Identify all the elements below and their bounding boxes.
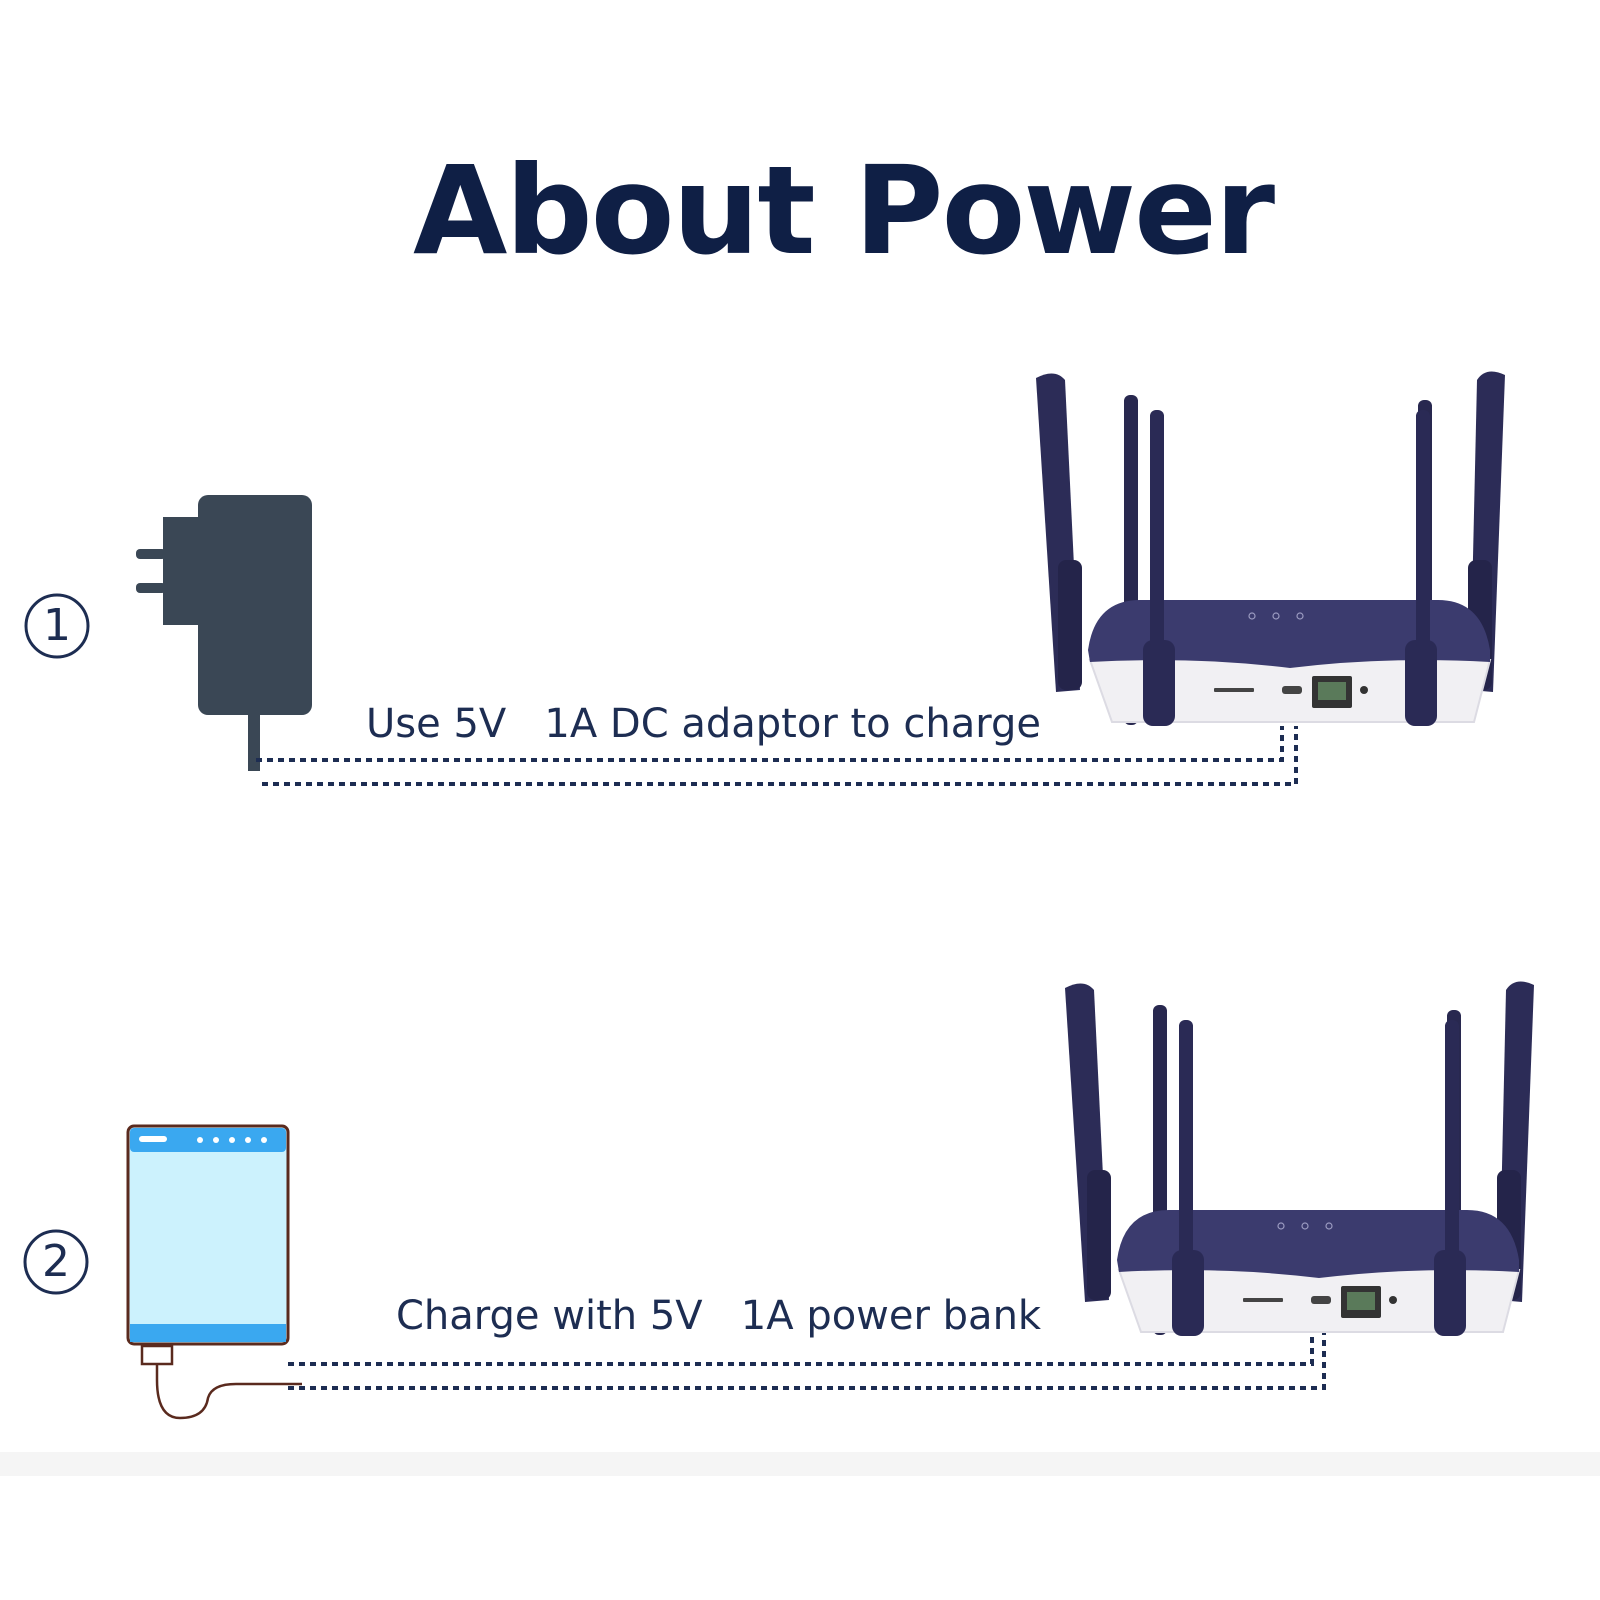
step-1-caption: Use 5V 1A DC adaptor to charge [366,701,1041,747]
router-icon [1064,980,1535,1337]
step-2-number-circle [23,1229,89,1295]
step-1 [24,370,1506,786]
bottom-band [0,1452,1600,1476]
step-1-number-circle [24,593,90,659]
step-1-number: 1 [43,600,71,651]
wall-adaptor-icon [136,495,312,771]
step-2-cable [288,1332,1326,1390]
power-bank-icon [126,1124,302,1420]
step-2 [23,980,1535,1420]
router-icon [1035,370,1506,727]
page-title: About Power [412,140,1275,282]
step-2-number: 2 [42,1236,70,1287]
step-1-cable [256,726,1298,786]
step-2-caption: Charge with 5V 1A power bank [396,1293,1042,1339]
